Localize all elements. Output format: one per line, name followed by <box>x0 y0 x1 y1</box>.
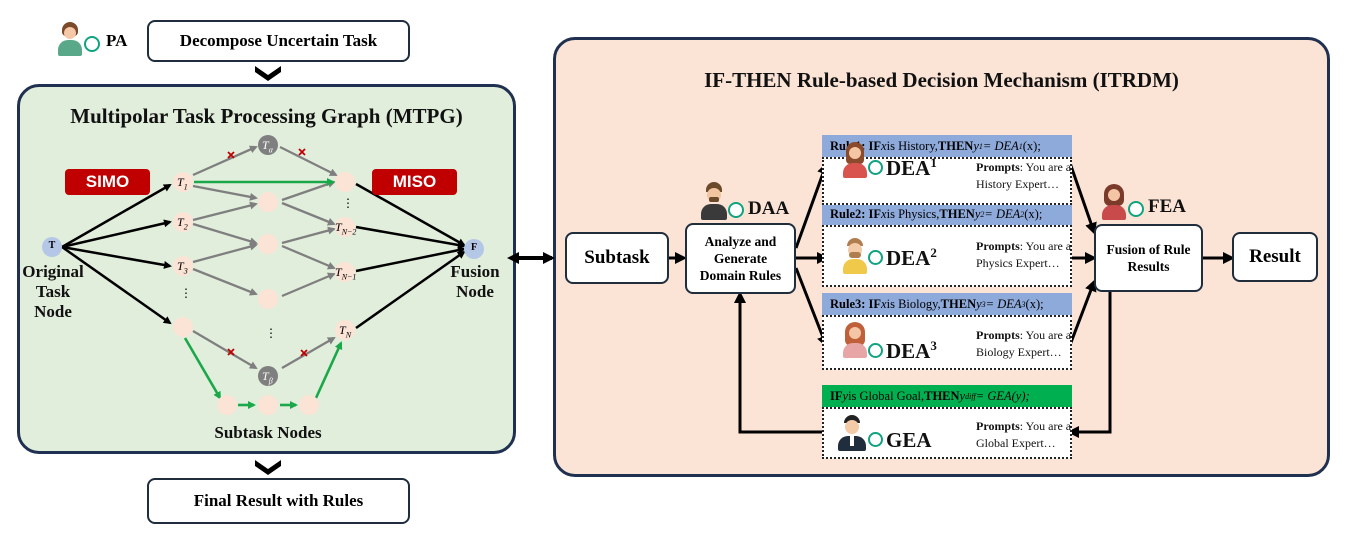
dea3-gpt-icon <box>868 343 883 358</box>
pa-gpt-icon <box>84 36 100 52</box>
dea2-gpt-icon <box>868 250 883 265</box>
decompose-box: Decompose Uncertain Task <box>147 20 410 62</box>
vdots-1: ⋮ <box>180 286 192 300</box>
node-mid-2 <box>258 234 278 254</box>
result-box: Result <box>1232 232 1318 282</box>
label-t2: T2 <box>177 215 188 232</box>
daa-avatar-icon <box>700 182 728 220</box>
pa-label: PA <box>106 31 128 50</box>
fusion-task-node <box>464 239 484 259</box>
node-t-n <box>335 320 355 340</box>
node-right-1 <box>335 172 355 192</box>
dea3-label: DEA3 <box>886 338 937 363</box>
label-t1: T1 <box>177 175 188 192</box>
subtask-box: Subtask <box>565 232 669 284</box>
node-t-beta <box>258 366 278 386</box>
dea2-box <box>822 225 1072 287</box>
fea-box: Fusion of Rule Results <box>1094 224 1203 292</box>
dea2-avatar-icon <box>842 238 868 274</box>
mtpg-title: Multipolar Task Processing Graph (MTPG) <box>70 104 463 128</box>
vdots-3: ⋮ <box>342 196 354 210</box>
daa-gpt-icon <box>728 202 744 218</box>
label-t3: T3 <box>177 259 188 276</box>
original-task-node <box>42 237 62 257</box>
gea-gpt-icon <box>868 432 883 447</box>
simo-tag: SIMO <box>65 169 150 195</box>
gea-avatar-icon <box>837 415 867 451</box>
fusion-node-label: Fusion Node <box>450 262 500 301</box>
vdots-2: ⋮ <box>265 326 277 340</box>
original-task-node-label: Original Task Node <box>22 262 84 321</box>
label-t-n1: TN−1 <box>335 265 357 282</box>
label-t-beta: Tβ <box>262 369 273 386</box>
dea2-label: DEA2 <box>886 245 937 270</box>
gea-label: GEA <box>886 428 932 452</box>
miso-tag: MISO <box>372 169 457 195</box>
label-t-alpha: Tα <box>262 138 273 155</box>
node-t-n2 <box>335 217 355 237</box>
dea3-avatar-icon <box>842 322 868 358</box>
node-mid-1 <box>258 192 278 212</box>
daa-box: Analyze and Generate Domain Rules <box>685 223 796 294</box>
node-t-n1 <box>335 262 355 282</box>
dea1-gpt-icon <box>868 160 883 175</box>
fea-label: FEA <box>1148 196 1186 217</box>
node-t3 <box>173 256 193 276</box>
label-t-n: TN <box>339 323 352 340</box>
dea1-label: DEA1 <box>886 155 937 180</box>
down-chevron-top <box>255 66 281 81</box>
dea1-avatar-icon <box>842 142 868 178</box>
daa-label: DAA <box>748 198 790 219</box>
subtask-node-1 <box>217 395 237 415</box>
subtask-node-3 <box>299 395 319 415</box>
down-chevron-bottom <box>255 460 281 475</box>
node-mid-3 <box>258 289 278 309</box>
node-t-alpha <box>258 135 278 155</box>
fusion-node-letter: F <box>470 242 478 253</box>
dea1-box <box>822 157 1072 205</box>
fea-gpt-icon <box>1128 201 1144 217</box>
node-t2 <box>173 212 193 232</box>
itrdm-title: IF-THEN Rule-based Decision Mechanism (I… <box>704 68 1179 92</box>
subtask-node-2 <box>258 395 278 415</box>
node-t-last <box>173 317 193 337</box>
pa-avatar-icon <box>56 22 84 56</box>
node-t1 <box>173 172 193 192</box>
label-t-n2: TN−2 <box>335 220 357 237</box>
original-node-letter: T <box>48 240 56 251</box>
final-result-box: Final Result with Rules <box>147 478 410 524</box>
fea-avatar-icon <box>1101 184 1127 220</box>
subtask-nodes-label: Subtask Nodes <box>214 423 322 442</box>
